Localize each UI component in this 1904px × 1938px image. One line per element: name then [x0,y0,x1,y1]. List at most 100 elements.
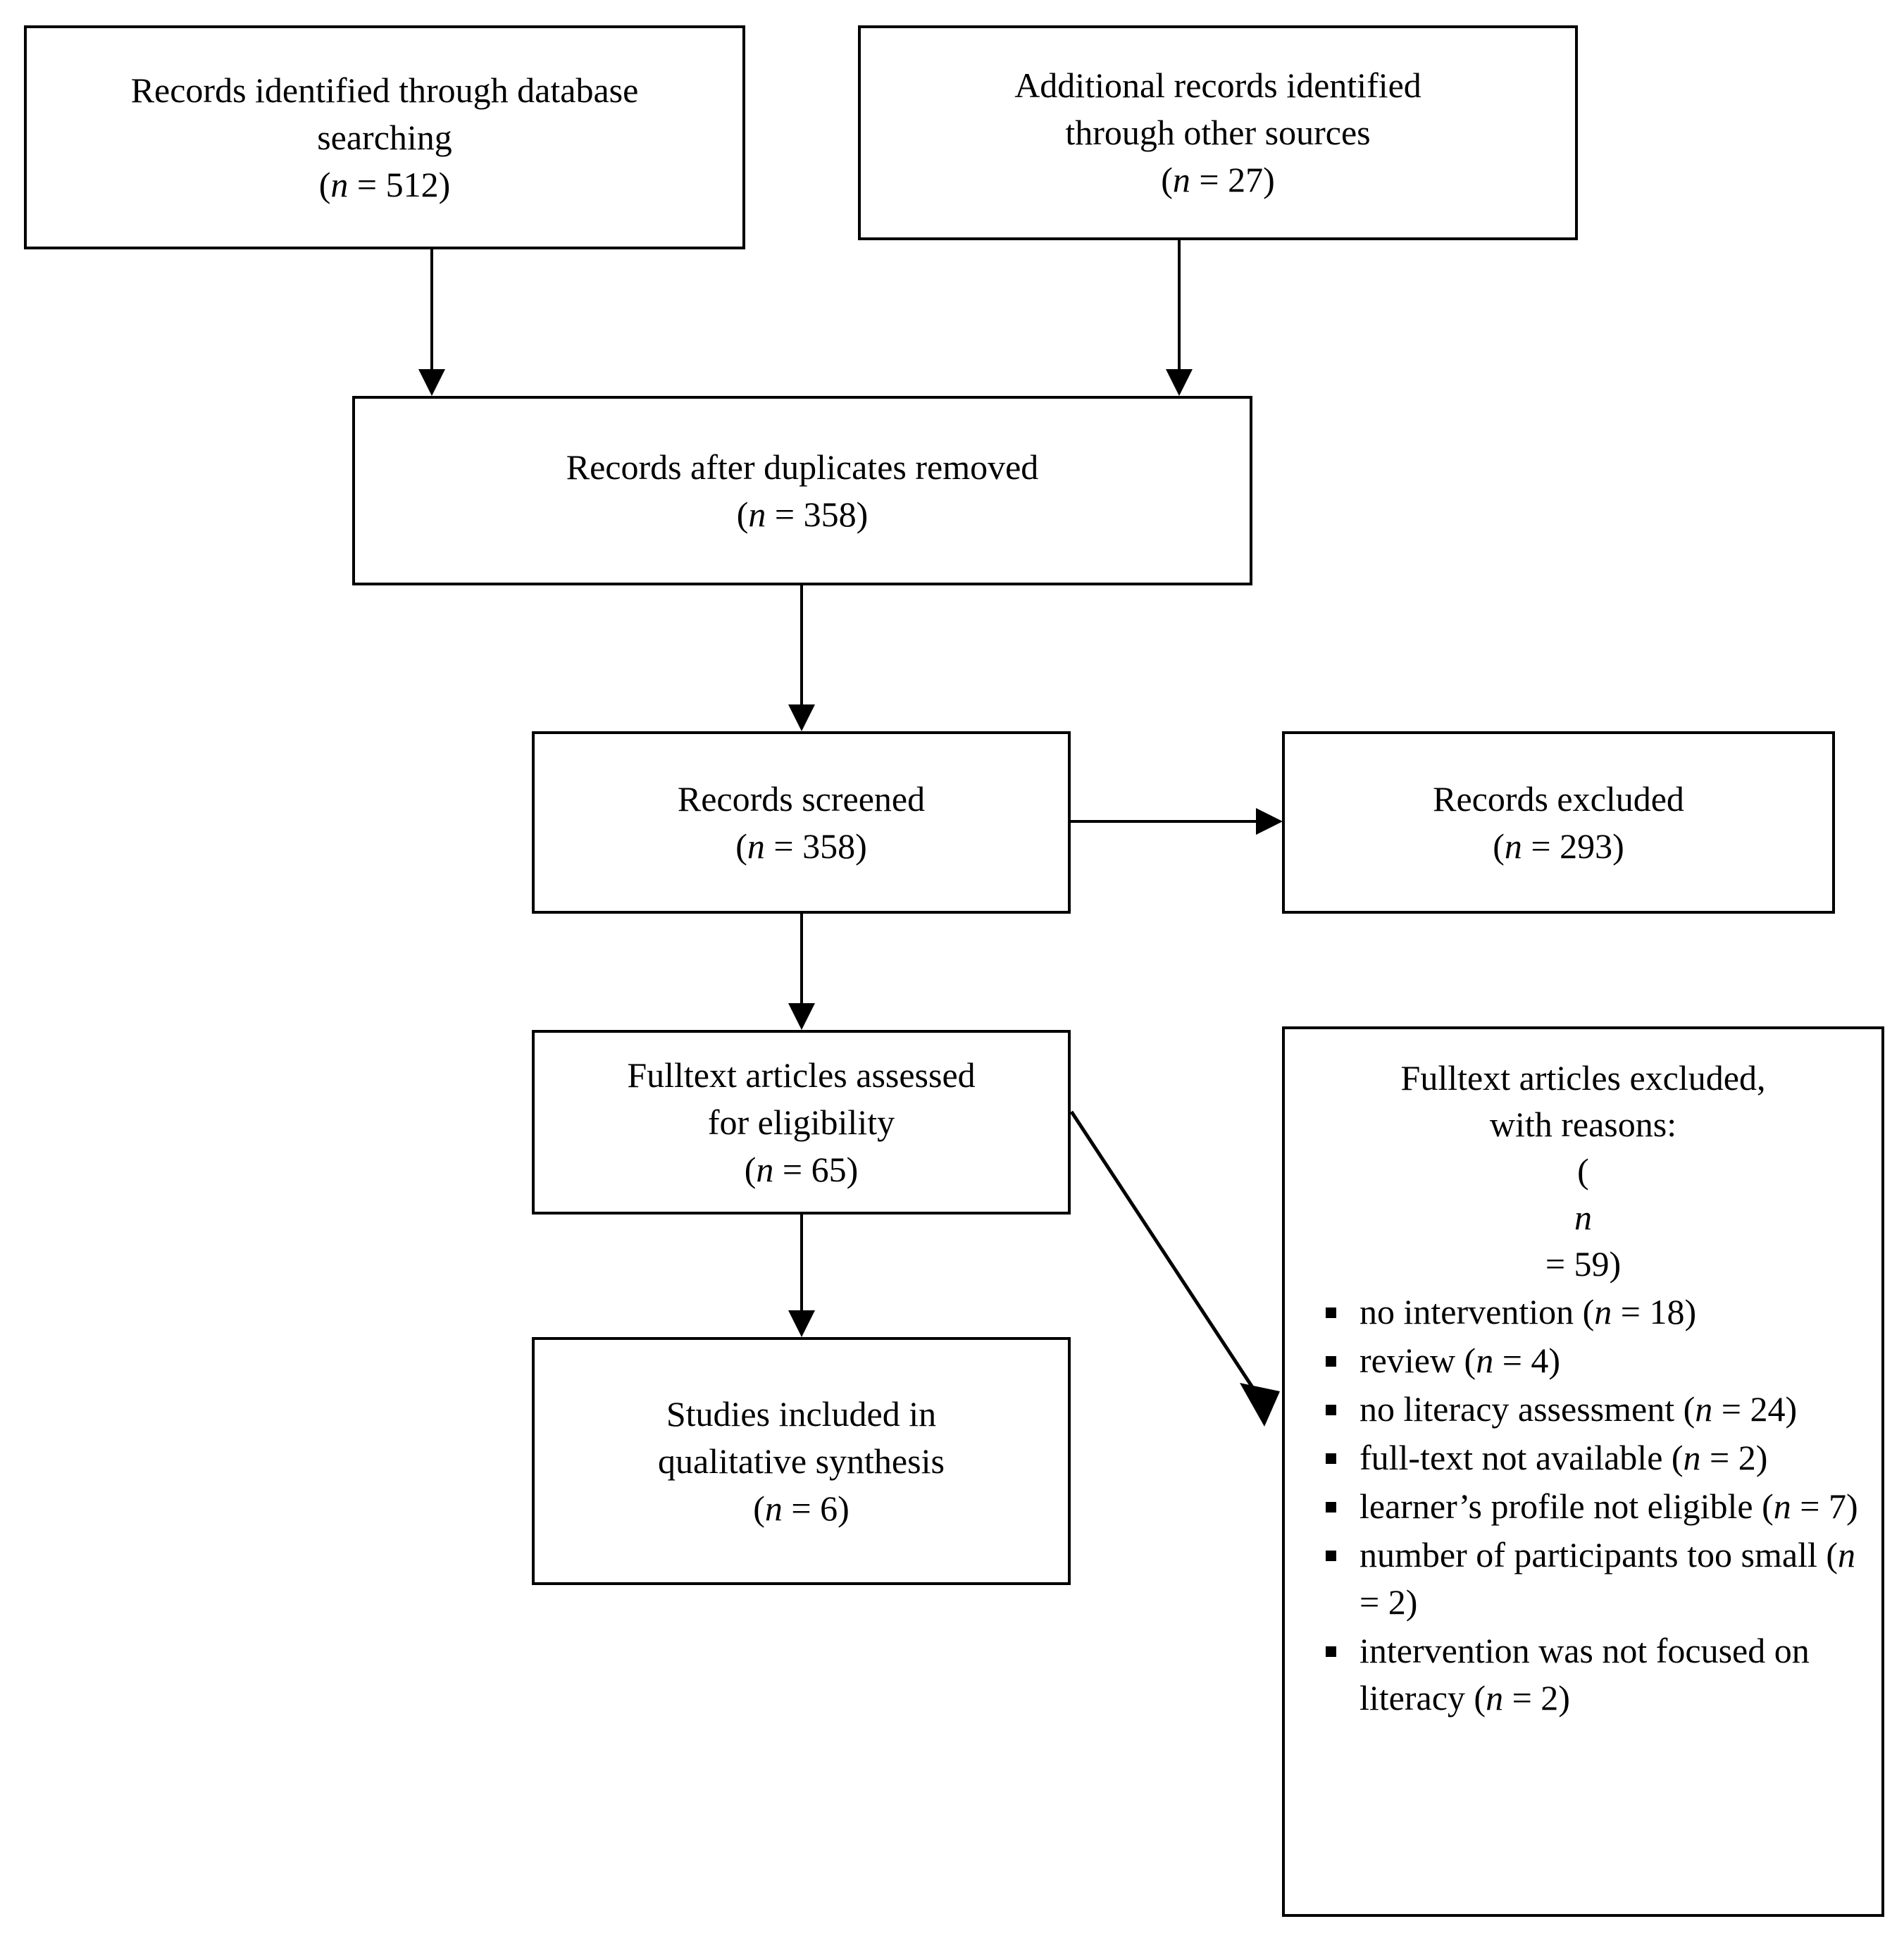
reasons-count: (n = 59) [1296,1148,1870,1287]
reason-text-after: = 2) [1359,1582,1418,1622]
connector-screened-to-fulltext [800,914,803,1005]
n-symbol: n [1773,1486,1791,1526]
n-symbol: n [1172,160,1190,199]
node-body: Records screened (n = 358) [535,776,1068,870]
reason-text-after: = 18) [1612,1292,1697,1331]
node-body: Additional records identified through ot… [861,62,1575,204]
connector-duplicates-to-screened [800,585,803,707]
exclusion-reasons-list: no intervention (n = 18) review (n = 4) … [1296,1288,1870,1722]
node-line-2: through other sources [1065,113,1371,152]
arrowhead-duplicates-to-screened [788,704,815,731]
node-records-screened: Records screened (n = 358) [532,731,1071,914]
list-item: review (n = 4) [1321,1337,1870,1384]
node-fulltext-excluded-with-reasons: Fulltext articles excluded, with reasons… [1282,1026,1884,1917]
reason-text-before: no literacy assessment ( [1359,1389,1695,1429]
n-value-text: = 27) [1190,160,1275,199]
n-symbol: n [1486,1678,1504,1718]
reason-text-before: review ( [1359,1341,1476,1380]
n-symbol: n [756,1149,774,1189]
node-line-1: Additional records identified [1014,66,1421,105]
node-fulltext-assessed-eligibility: Fulltext articles assessed for eligibili… [532,1030,1071,1215]
node-body: Records after duplicates removed (n = 35… [355,444,1250,538]
n-value-text: = 59) [1545,1244,1622,1284]
node-count: (n = 293) [1493,826,1624,866]
n-symbol: n [1574,1198,1592,1237]
node-studies-included-qualitative-synthesis: Studies included in qualitative synthesi… [532,1337,1071,1585]
node-line-1: Studies included in [666,1393,937,1434]
n-value-text: = 65) [773,1149,859,1189]
list-item: no literacy assessment (n = 24) [1321,1386,1870,1433]
node-line-1: Records excluded [1433,778,1684,819]
connector-database-to-duplicates [430,249,433,371]
connector-screened-to-excluded [1071,820,1257,823]
arrowhead-database-to-duplicates [418,369,445,396]
node-count: (n = 27) [1161,160,1275,199]
node-line-1: Records screened [677,778,926,819]
node-body: Records excluded (n = 293) [1285,776,1832,870]
square-bullet-icon [1326,1502,1336,1512]
node-line-2: for eligibility [707,1102,895,1142]
node-body: Fulltext articles assessed for eligibili… [535,1052,1068,1193]
reasons-line-1: Fulltext articles excluded, [1400,1058,1766,1098]
node-line-2: qualitative synthesis [658,1441,945,1481]
node-body: Studies included in qualitative synthesi… [535,1391,1068,1532]
n-symbol: n [748,494,766,534]
list-item: no intervention (n = 18) [1321,1288,1870,1336]
n-symbol: n [1695,1389,1713,1429]
node-count: (n = 65) [744,1149,859,1189]
reason-text-before: no intervention ( [1359,1292,1595,1331]
node-count: (n = 6) [753,1488,850,1528]
node-body: Records identified through database sear… [27,67,742,209]
reason-text-after: = 4) [1493,1341,1561,1380]
square-bullet-icon [1326,1646,1336,1657]
n-value-text: = 293) [1522,826,1624,866]
node-count: (n = 358) [736,494,869,534]
square-bullet-icon [1326,1307,1336,1318]
reason-text-after: = 2) [1503,1678,1570,1718]
n-symbol: n [1504,826,1522,866]
arrowhead-screened-to-excluded [1256,808,1283,835]
reasons-header: Fulltext articles excluded, with reasons… [1296,1055,1870,1287]
reason-text-before: learner’s profile not eligible ( [1359,1486,1774,1526]
square-bullet-icon [1326,1356,1336,1367]
node-line-1: Records after duplicates removed [566,447,1039,487]
connector-fulltext-to-included [800,1215,803,1313]
connector-other-sources-to-duplicates [1178,240,1181,371]
square-bullet-icon [1326,1453,1336,1464]
n-value-text: = 358) [766,494,869,534]
node-count: (n = 358) [735,826,867,866]
n-symbol: n [747,826,765,866]
node-line-1: Records identified through database [130,70,639,110]
node-count: (n = 512) [318,164,451,204]
square-bullet-icon [1326,1551,1336,1561]
list-item: number of participants too small (n = 2) [1321,1532,1870,1626]
list-item: full-text not available (n = 2) [1321,1434,1870,1482]
reason-text-after: = 24) [1712,1389,1798,1429]
node-records-excluded: Records excluded (n = 293) [1282,731,1835,914]
reason-text-after: = 7) [1791,1486,1858,1526]
node-records-after-duplicates-removed: Records after duplicates removed (n = 35… [352,396,1252,585]
node-line-1: Fulltext articles assessed [627,1055,976,1095]
n-value-text: = 6) [782,1488,850,1528]
n-value-text: = 512) [348,164,451,204]
arrowhead-fulltext-to-included [788,1310,815,1337]
square-bullet-icon [1326,1405,1336,1415]
node-additional-records-other-sources: Additional records identified through ot… [858,25,1578,240]
reason-text-after: = 2) [1700,1438,1768,1477]
n-symbol: n [1594,1292,1612,1331]
n-symbol: n [1476,1341,1494,1380]
n-symbol: n [330,164,349,204]
n-value-text: = 358) [764,826,867,866]
reason-text-before: intervention was not focused on literacy… [1359,1631,1810,1718]
list-item: intervention was not focused on literacy… [1321,1627,1870,1722]
n-symbol: n [1838,1535,1856,1574]
arrowhead-other-sources-to-duplicates [1166,369,1193,396]
list-item: learner’s profile not eligible (n = 7) [1321,1483,1870,1530]
reason-text-before: number of participants too small ( [1359,1535,1838,1574]
n-symbol: n [764,1488,783,1528]
n-symbol: n [1683,1438,1701,1477]
reason-text-before: full-text not available ( [1359,1438,1684,1477]
arrowhead-screened-to-fulltext [788,1003,815,1030]
node-line-2: searching [317,117,452,157]
